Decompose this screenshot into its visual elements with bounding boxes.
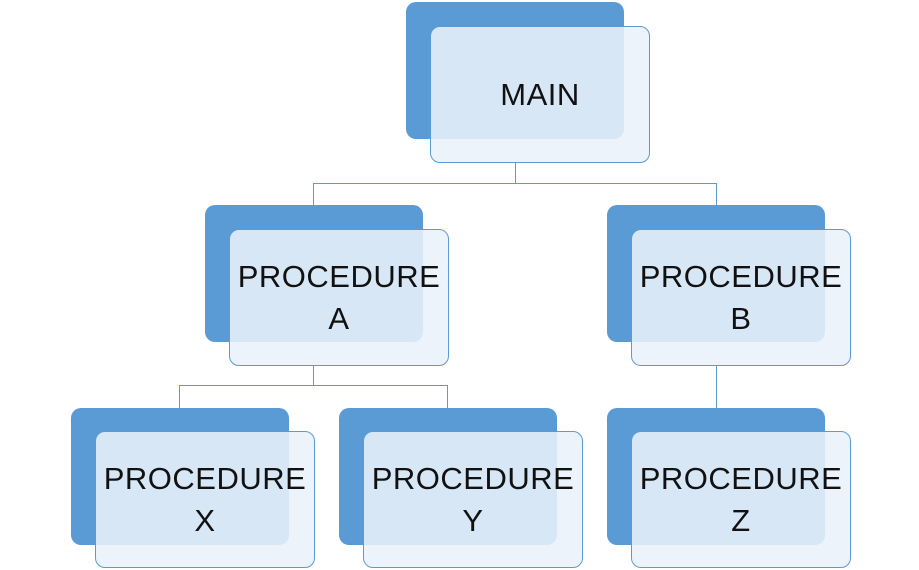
node-procedure-x-label: PROCEDURE X	[103, 460, 307, 538]
node-procedure-z: PROCEDURE Z	[607, 408, 851, 569]
node-procedure-b-box: PROCEDURE B	[631, 229, 851, 366]
node-procedure-a-box: PROCEDURE A	[229, 229, 449, 366]
connector-to-procedure-b	[716, 183, 717, 205]
connector-to-procedure-x	[179, 385, 180, 408]
connector-procedure-a-down	[313, 365, 314, 385]
node-main-box: MAIN	[430, 26, 650, 163]
node-procedure-z-label: PROCEDURE Z	[639, 460, 843, 538]
node-procedure-y-label: PROCEDURE Y	[371, 460, 575, 538]
node-procedure-y-box: PROCEDURE Y	[363, 431, 583, 568]
node-main: MAIN	[406, 2, 650, 163]
node-procedure-x: PROCEDURE X	[71, 408, 315, 569]
node-procedure-b-label: PROCEDURE B	[639, 258, 843, 336]
node-main-label: MAIN	[500, 76, 580, 112]
node-procedure-x-box: PROCEDURE X	[95, 431, 315, 568]
node-procedure-z-box: PROCEDURE Z	[631, 431, 851, 568]
connector-main-horizontal	[313, 183, 717, 184]
node-procedure-a: PROCEDURE A	[205, 205, 449, 366]
connector-procedure-a-horizontal	[179, 385, 448, 386]
connector-to-procedure-y	[447, 385, 448, 408]
node-procedure-y: PROCEDURE Y	[339, 408, 583, 569]
connector-procedure-b-to-z	[716, 365, 717, 408]
connector-main-down	[515, 162, 516, 183]
node-procedure-b: PROCEDURE B	[607, 205, 851, 366]
connector-to-procedure-a	[313, 183, 314, 205]
node-procedure-a-label: PROCEDURE A	[237, 258, 441, 336]
